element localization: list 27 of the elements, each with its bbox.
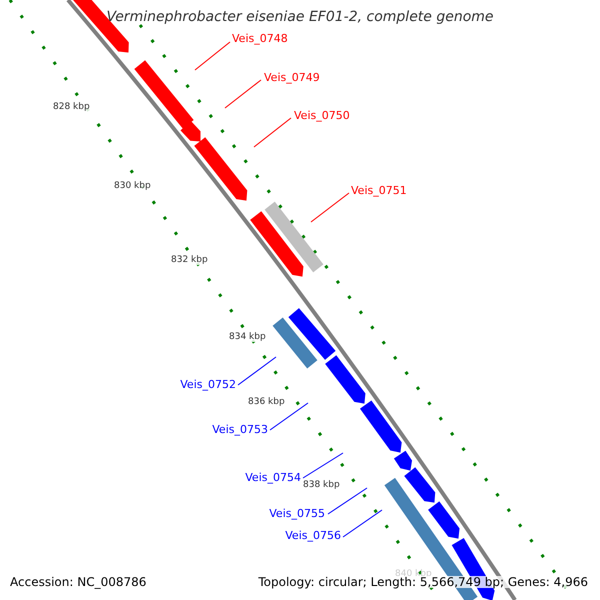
gene-label: Veis_0748 [232,33,288,44]
leader-line [342,510,382,538]
gene-label: Veis_0749 [264,72,320,83]
leader-line [254,118,292,148]
gene-label: Veis_0751 [351,185,407,196]
leader-line [270,402,308,430]
gene-label: Veis_0754 [245,472,301,483]
gene-label: Veis_0750 [294,110,350,121]
leader-line [302,452,344,478]
scale-label: 838 kbp [303,481,340,490]
accession-text: Accession: NC_008786 [10,576,146,588]
scale-label: 834 kbp [229,333,266,342]
gene-label: Veis_0753 [212,424,268,435]
gene-label: Veis_0755 [269,508,325,519]
scale-label: 830 kbp [114,182,151,191]
gene-label: Veis_0756 [285,530,341,541]
gene-label: Veis_0752 [180,379,236,390]
scale-label: 836 kbp [248,398,285,407]
scale-label: 828 kbp [53,103,90,112]
scale-label: 832 kbp [171,256,208,265]
genome-info-text: Topology: circular; Length: 5,566,749 bp; Genes: 4,966 [256,576,590,588]
title: Verminephrobacter eiseniae EF01-2, complete genome [105,10,495,24]
leader-line [224,80,262,108]
leader-line [328,488,368,514]
leader-line [310,192,350,222]
leader-line [194,42,230,70]
leader-line [238,356,276,386]
